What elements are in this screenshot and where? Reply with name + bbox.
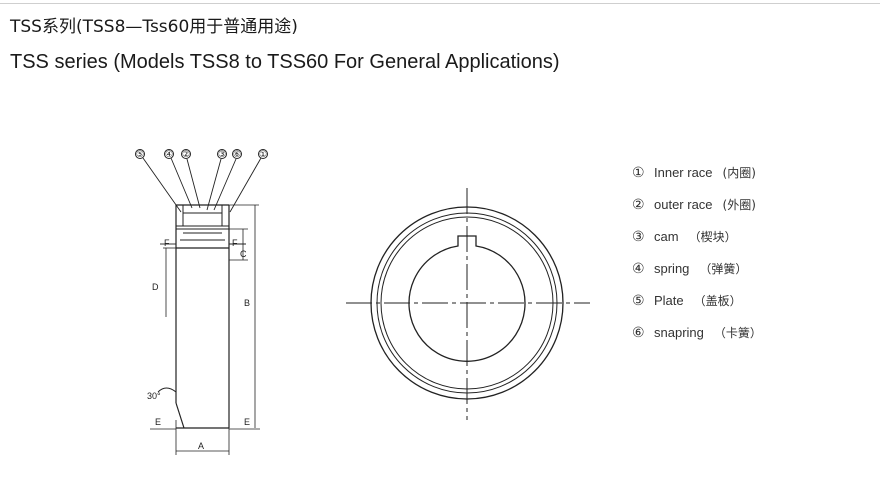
legend-label-cn: (内圈): [722, 165, 756, 180]
legend-label-en: cam: [654, 228, 679, 244]
callout-labels: ⑤ ④ ② ③ ⑥ ①: [136, 150, 267, 160]
dimension-e-a: [150, 420, 260, 455]
chamfer-mark: [157, 387, 177, 403]
callout-circle-1: [258, 149, 268, 159]
dim-label-f-right: F: [232, 238, 238, 248]
front-view: [346, 188, 590, 420]
legend-label-cn: （楔块）: [688, 229, 737, 244]
dimension-b: [229, 204, 259, 428]
legend-item: ③ cam （楔块）: [632, 220, 762, 252]
legend-number: ②: [632, 195, 645, 212]
top-divider: [0, 3, 880, 4]
legend-label-cn: (外圈): [722, 197, 756, 212]
callout-circle-3: [217, 149, 227, 159]
dimension-c: [229, 228, 248, 261]
callout-num-6: ⑥: [233, 150, 241, 160]
dim-label-f-left: F: [164, 238, 170, 248]
legend-item: ① Inner race (内圈): [632, 156, 762, 188]
dim-label-a: A: [198, 441, 204, 451]
bore-with-keyway: [408, 235, 526, 362]
dimension-labels: F F C D B 30° E E A: [147, 238, 250, 451]
dim-label-c: C: [240, 249, 247, 259]
legend-label-en: Plate: [654, 292, 684, 308]
legend-item: ② outer race (外圈): [632, 188, 762, 220]
legend-label-cn: （弹簧）: [699, 261, 748, 276]
dim-label-e-right: E: [244, 417, 250, 427]
callout-circle-6: [232, 149, 242, 159]
callout-circle-4: [164, 149, 174, 159]
dim-label-b: B: [244, 298, 250, 308]
legend-number: ⑤: [632, 291, 645, 308]
legend-item: ④ spring （弹簧）: [632, 252, 762, 284]
legend-label-en: Inner race: [654, 164, 713, 180]
dim-label-e-left: E: [155, 417, 161, 427]
legend-number: ③: [632, 227, 645, 244]
callout-num-5: ⑤: [136, 150, 144, 160]
legend-number: ①: [632, 163, 645, 180]
legend-label-cn: （盖板）: [693, 293, 742, 308]
legend-label-en: spring: [654, 260, 690, 276]
side-view: F F C D B 30° E E A ⑤ ④ ② ③ ⑥ ①: [135, 149, 268, 455]
callout-num-3: ③: [218, 150, 226, 160]
legend-number: ⑥: [632, 323, 645, 340]
top-components: [176, 205, 229, 241]
legend-item: ⑤ Plate （盖板）: [632, 284, 762, 316]
legend-number: ④: [632, 259, 645, 276]
leader-lines: [142, 157, 262, 213]
centerlines: [346, 188, 590, 420]
legend-item: ⑥ snapring （卡簧）: [632, 316, 762, 348]
legend-label-en: snapring: [654, 324, 704, 340]
dimension-d: [163, 247, 176, 317]
callout-circle-5: [135, 149, 145, 159]
callout-num-4: ④: [165, 150, 173, 160]
title-chinese: TSS系列(TSS8—Tss60用于普通用途): [10, 17, 298, 37]
callout-circle-2: [181, 149, 191, 159]
callout-num-1: ①: [259, 150, 267, 160]
body-outline: [175, 204, 230, 429]
callout-num-2: ②: [182, 150, 190, 160]
dim-label-chamfer: 30°: [147, 391, 161, 401]
legend-label-en: outer race: [654, 196, 713, 212]
component-legend: ① Inner race (内圈) ② outer race (外圈) ③ ca…: [632, 156, 762, 348]
dim-label-d: D: [152, 282, 159, 292]
title-english: TSS series (Models TSS8 to TSS60 For Gen…: [10, 51, 560, 73]
legend-label-cn: （卡簧）: [713, 325, 762, 340]
